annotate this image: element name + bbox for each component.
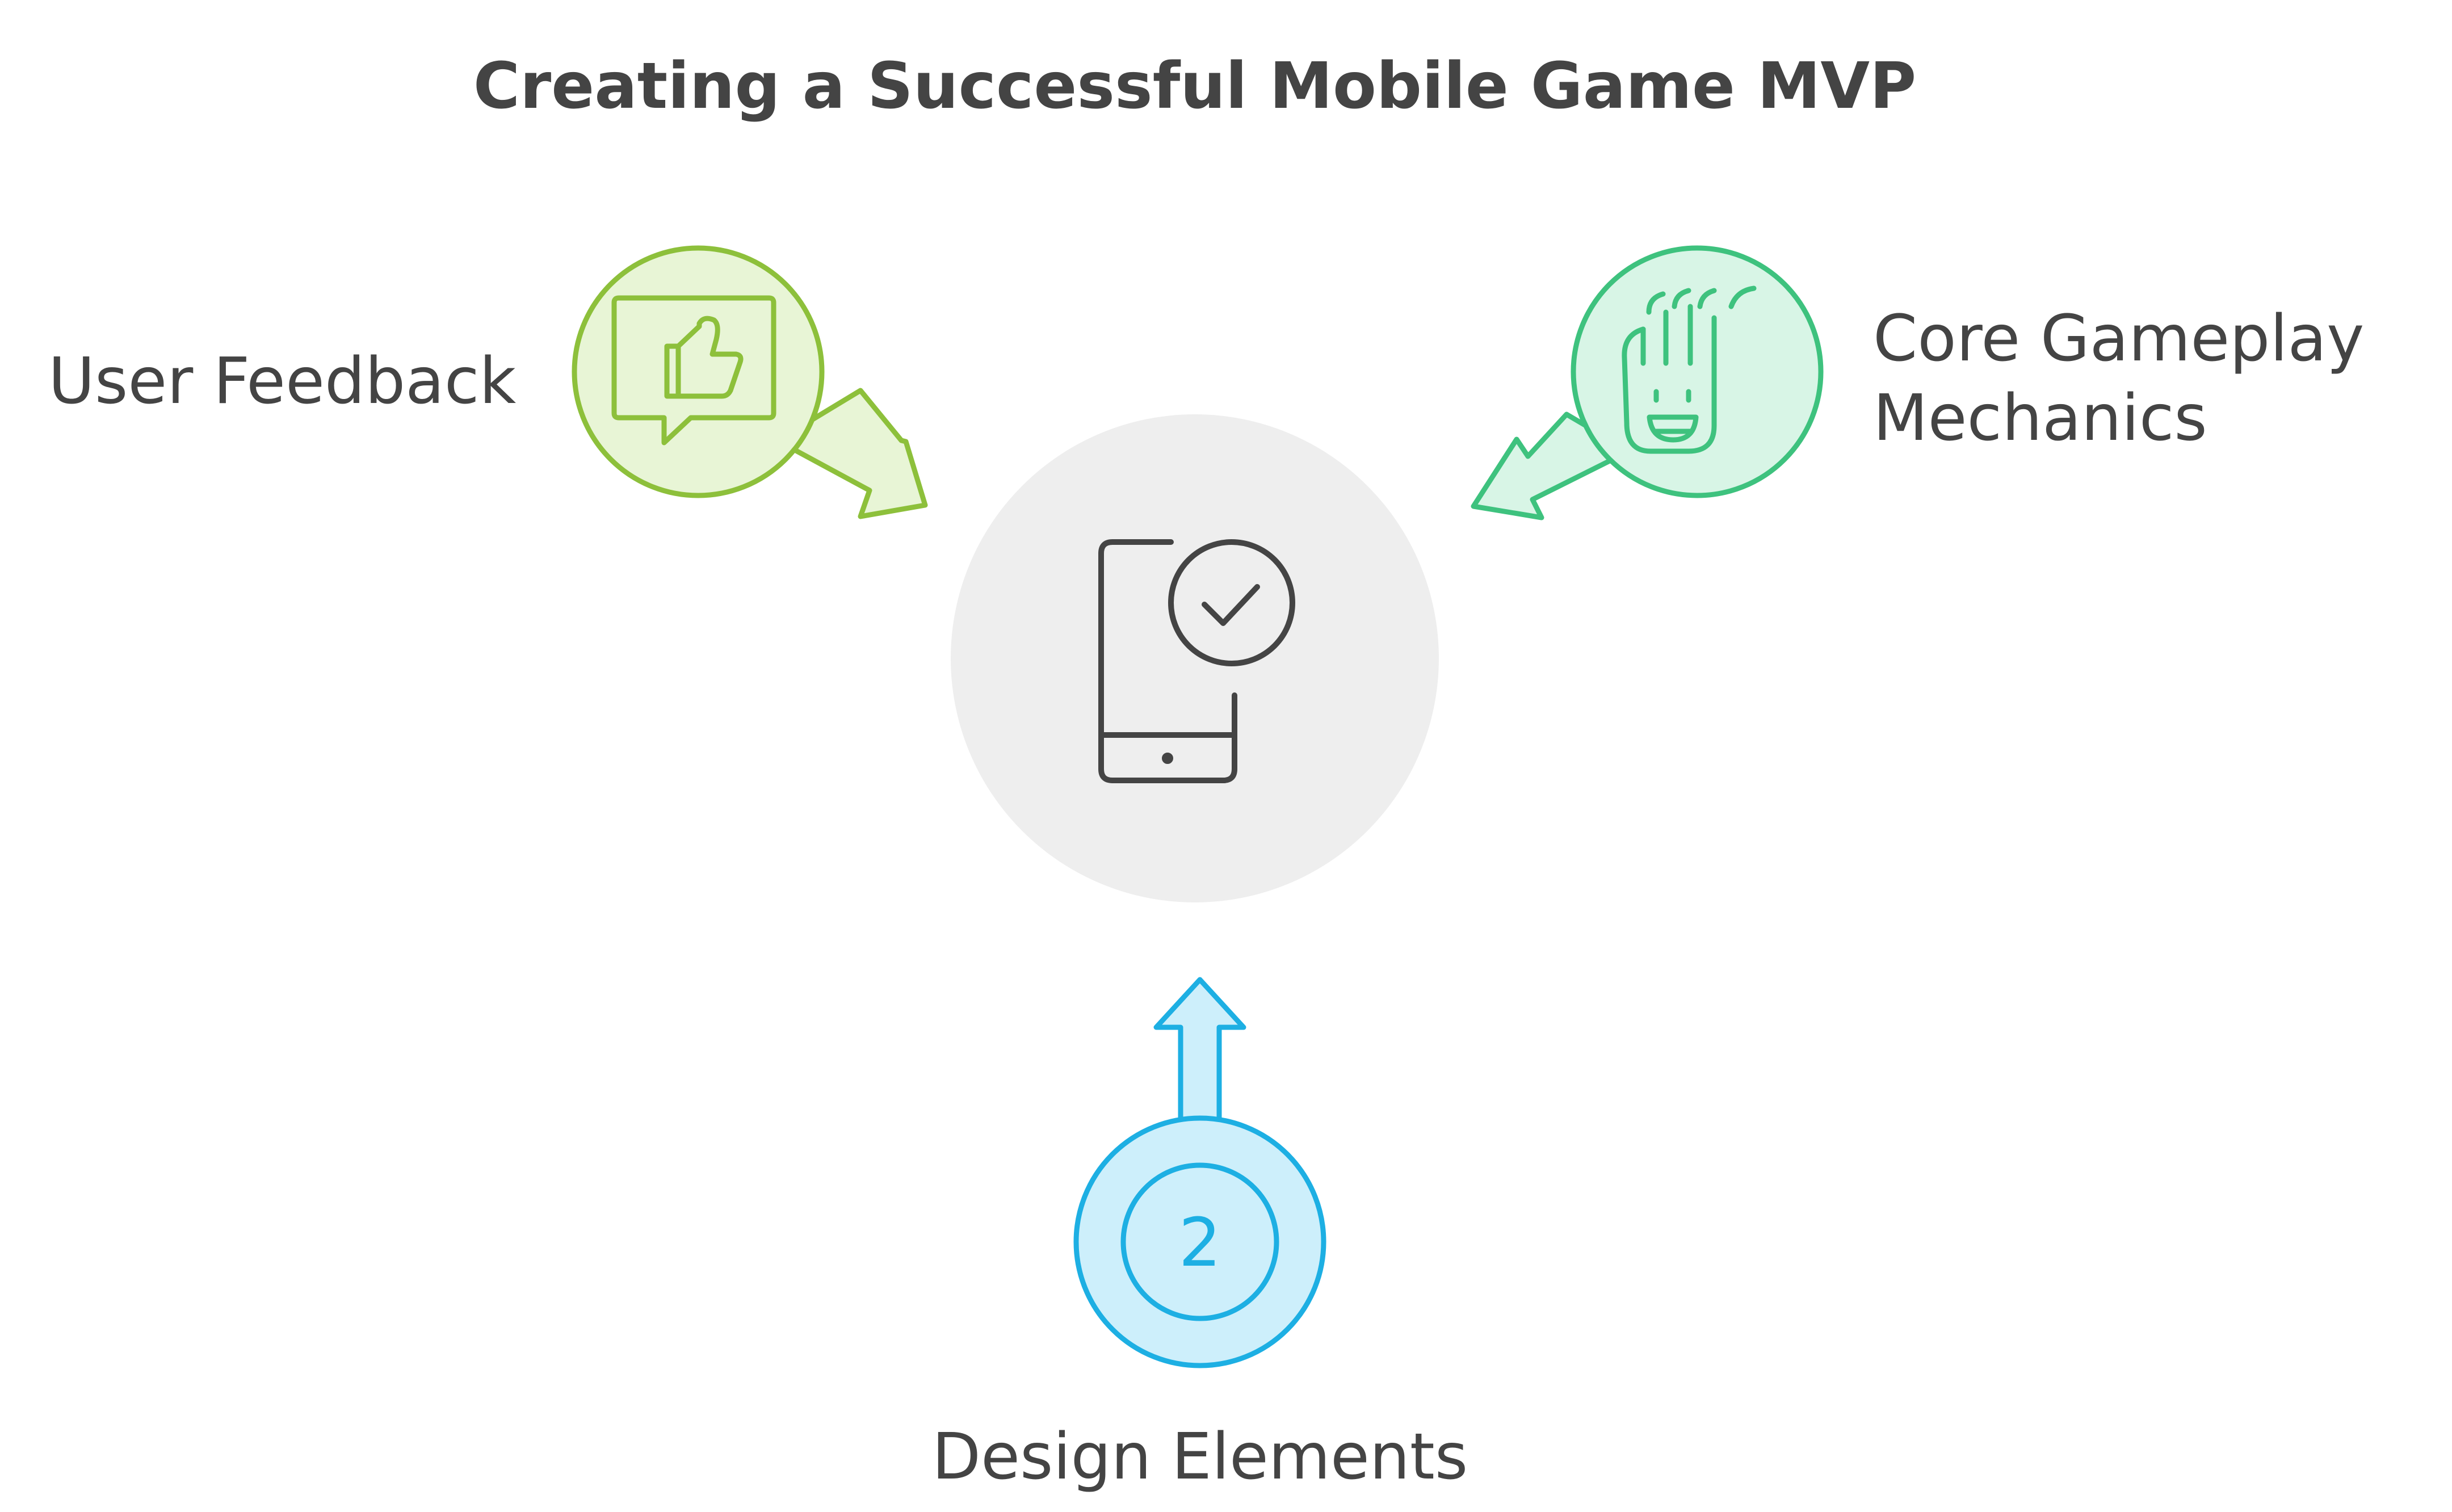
label-design-elements: Design Elements (932, 1420, 1468, 1494)
raised-hand-smiley-icon (1622, 285, 1757, 454)
node-circle-design-elements (1073, 1115, 1326, 1368)
node-design-elements: 2 Design Elements (932, 977, 1468, 1494)
label-core-gameplay-line1: Core Gameplay (1873, 302, 2364, 376)
center-hub (951, 414, 1439, 902)
center-hub-circle (951, 414, 1439, 902)
diagram-title: Creating a Successful Mobile Game MVP (473, 49, 1916, 123)
number-badge-value: 2 (1178, 1203, 1221, 1282)
arrow-user-feedback (789, 388, 928, 519)
node-circle-core-gameplay (1571, 245, 1824, 498)
node-core-gameplay: Core Gameplay Mechanics (1471, 245, 2364, 520)
node-circle-user-feedback (572, 245, 825, 498)
thumbs-up-speech-bubble-icon (611, 295, 776, 446)
number-badge-ring (1120, 1162, 1279, 1321)
node-user-feedback: User Feedback (48, 245, 928, 519)
label-core-gameplay-line2: Mechanics (1873, 381, 2207, 455)
arrow-design-elements (1153, 977, 1246, 1138)
number-badge-icon: 2 (1120, 1162, 1279, 1321)
label-user-feedback: User Feedback (48, 345, 516, 418)
mobile-phone-checkmark-icon (1098, 539, 1295, 783)
arrow-core-gameplay (1471, 411, 1618, 520)
